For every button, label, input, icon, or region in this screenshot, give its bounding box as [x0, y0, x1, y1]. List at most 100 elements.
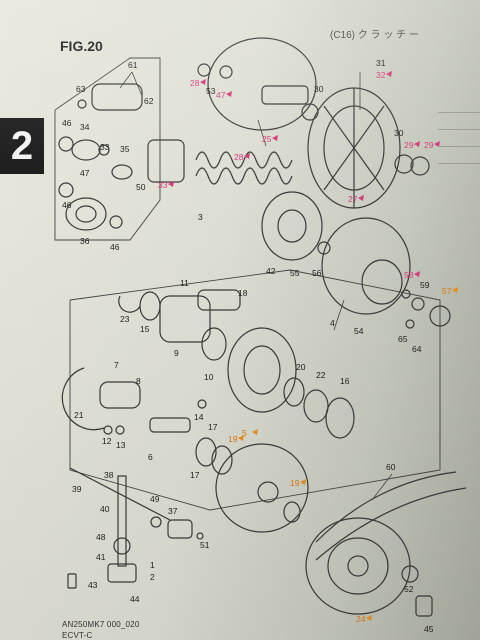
callout-59: 59	[420, 280, 430, 290]
callout-37: 37	[168, 506, 178, 516]
callout-49: 49	[150, 494, 160, 504]
callout-64: 64	[412, 344, 422, 354]
highlight-marker	[414, 141, 420, 147]
callout-29: 29	[424, 140, 434, 150]
callout-44: 44	[130, 594, 140, 604]
section-number: 2	[10, 123, 34, 168]
callout-60: 60	[386, 462, 396, 472]
callout-19: 19	[228, 434, 238, 444]
callout-47: 47	[216, 90, 226, 100]
part-drive-belt	[315, 471, 467, 561]
assembly-box-clutch	[69, 269, 441, 511]
highlight-marker	[358, 195, 364, 201]
highlight-marker	[168, 181, 174, 187]
callout-18: 18	[238, 288, 248, 298]
callout-24: 24	[356, 614, 366, 624]
callout-33: 33	[100, 142, 110, 152]
callout-36: 36	[80, 236, 90, 246]
callout-46: 46	[62, 118, 72, 128]
footer-subcode: ECVT-C	[62, 631, 93, 640]
highlight-marker	[226, 91, 232, 97]
callout-51: 51	[200, 540, 210, 550]
callout-20: 20	[296, 362, 306, 372]
callout-58: 58	[404, 270, 414, 280]
callout-63: 63	[76, 84, 86, 94]
header-right-text: (C16) ク ラ ッ チ ー	[330, 30, 419, 41]
callout-23: 23	[120, 314, 130, 324]
highlight-marker	[272, 135, 278, 141]
callout-40: 40	[100, 504, 110, 514]
callout-30: 30	[314, 84, 324, 94]
highlight-marker	[386, 71, 392, 77]
callout-13: 13	[116, 440, 126, 450]
callout-35: 35	[120, 144, 130, 154]
callout-7: 7	[114, 360, 119, 370]
callout-14: 14	[194, 412, 204, 422]
highlight-marker	[244, 153, 250, 159]
callout-28: 28	[190, 78, 200, 88]
highlight-marker	[434, 141, 440, 147]
callout-27: 27	[348, 194, 358, 204]
callout-29: 29	[404, 140, 414, 150]
highlight-marker	[238, 435, 244, 441]
callout-62: 62	[144, 96, 154, 106]
callout-4: 4	[330, 318, 335, 328]
callout-39: 39	[72, 484, 82, 494]
callout-28: 28	[234, 152, 244, 162]
callout-3: 3	[198, 212, 203, 222]
highlight-marker	[366, 615, 372, 621]
part-sliding-face	[67, 443, 309, 589]
callout-61: 61	[128, 60, 138, 70]
figure-title: FIG.20	[60, 38, 103, 54]
callout-47: 47	[80, 168, 90, 178]
side-list-fragment	[438, 96, 480, 164]
callout-45: 45	[424, 624, 434, 634]
callout-2: 2	[150, 572, 155, 582]
section-tab: 2	[0, 118, 44, 174]
callout-16: 16	[340, 376, 350, 386]
callout-53: 53	[206, 86, 216, 96]
callout-21: 21	[74, 410, 84, 420]
callout-30: 30	[394, 128, 404, 138]
callout-57: 57	[442, 286, 452, 296]
callout-46: 46	[110, 242, 120, 252]
callout-17: 17	[190, 470, 200, 480]
callout-56: 56	[312, 268, 322, 278]
callout-9: 9	[174, 348, 179, 358]
callout-34: 34	[80, 122, 90, 132]
callout-25: 25	[262, 134, 272, 144]
part-drive-face	[197, 37, 317, 131]
callout-46: 46	[62, 200, 72, 210]
part-driven-pulley	[61, 289, 355, 475]
callout-5: 5	[242, 428, 247, 438]
highlight-marker	[414, 271, 420, 277]
callout-32: 32	[376, 70, 386, 80]
assembly-box-top	[54, 57, 161, 241]
callout-19: 19	[290, 478, 300, 488]
part-group-kickstarter	[58, 83, 143, 231]
footer-code: AN250MK7 000_020	[62, 620, 140, 629]
highlight-marker	[452, 287, 458, 293]
callout-1: 1	[150, 560, 155, 570]
callout-22: 22	[316, 370, 326, 380]
callout-41: 41	[96, 552, 106, 562]
callout-10: 10	[204, 372, 214, 382]
part-group-springs	[147, 139, 293, 185]
highlight-marker	[200, 79, 206, 85]
callout-8: 8	[136, 376, 141, 386]
callout-11: 11	[180, 278, 189, 288]
leader-lines	[119, 71, 393, 501]
part-cooling-fan-disc	[301, 72, 430, 209]
highlight-marker	[300, 479, 306, 485]
callout-42: 42	[266, 266, 276, 276]
callout-12: 12	[102, 436, 112, 446]
callout-33: 33	[158, 180, 168, 190]
callout-6: 6	[148, 452, 153, 462]
part-clutch-assembly	[261, 191, 451, 329]
callout-65: 65	[398, 334, 408, 344]
callout-43: 43	[88, 580, 98, 590]
callout-38: 38	[104, 470, 114, 480]
